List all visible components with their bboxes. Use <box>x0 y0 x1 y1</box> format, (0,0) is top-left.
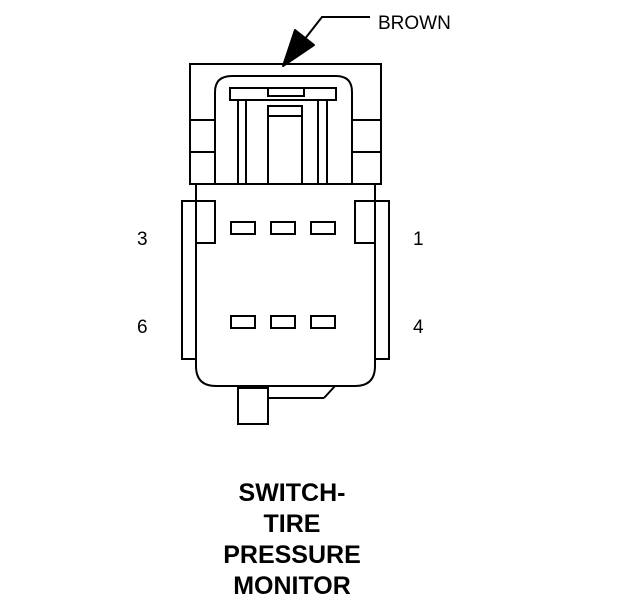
pin-label-6: 6 <box>137 317 148 338</box>
pin-label-3: 3 <box>137 229 148 250</box>
terminal-cavities <box>230 221 336 329</box>
cavity-1 <box>310 221 336 235</box>
cavity-4 <box>310 315 336 329</box>
bottom-tab <box>237 385 336 425</box>
wire-color-label: BROWN <box>378 13 451 34</box>
cavity-3 <box>230 221 256 235</box>
connector-body <box>181 183 390 387</box>
pin-label-1: 1 <box>413 229 424 250</box>
title-line-1: SWITCH- <box>238 479 346 507</box>
leader-arrow-icon <box>282 29 315 67</box>
cavity-2 <box>270 221 296 235</box>
pin-label-4: 4 <box>413 317 424 338</box>
title-line-4: MONITOR <box>233 572 351 600</box>
title-line-2: TIRE <box>263 510 321 538</box>
cavity-5 <box>270 315 296 329</box>
locking-latch <box>214 75 353 185</box>
wire-leader <box>282 16 370 67</box>
cavity-6 <box>230 315 256 329</box>
title-line-3: PRESSURE <box>223 541 361 569</box>
